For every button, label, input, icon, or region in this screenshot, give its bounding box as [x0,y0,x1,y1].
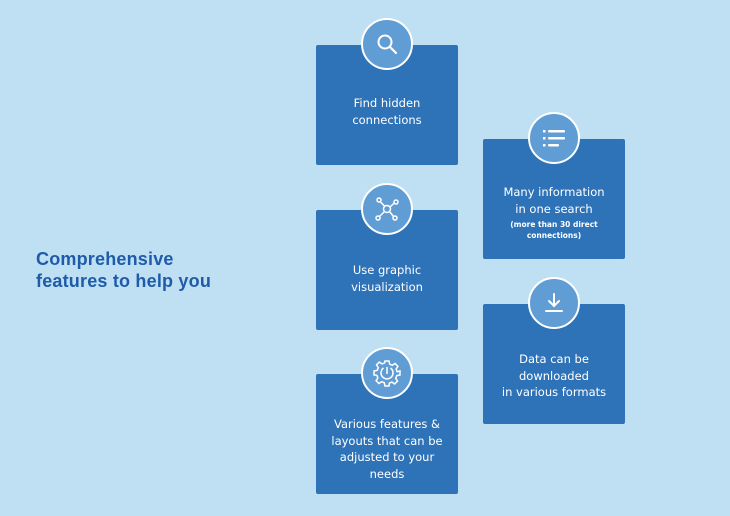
card-text: layouts that can be [331,433,443,448]
card-text: adjusted to your [339,450,435,464]
download-icon [528,277,580,329]
card-text: connections [352,112,422,127]
card-text: Use graphic [352,263,422,277]
card-text: in various formats [501,385,607,399]
card-text: needs [369,466,405,481]
heading-line: Comprehensive [36,249,174,269]
card-note: connections) [526,231,582,240]
network-icon [361,183,413,235]
card-text: in one search [515,201,593,216]
feature-card-graphic-visualization: Use graphic visualization [316,183,458,330]
card-text: visualization [351,279,423,294]
card-text: Data can be [519,352,589,366]
card-text: Various features & [333,417,441,431]
page-heading: Comprehensive features to help you [36,248,211,292]
card-text: Many information [503,185,605,199]
gear-icon [361,347,413,399]
heading-line: features to help you [36,271,212,291]
feature-card-many-information: Many information in one search (more tha… [483,112,625,259]
card-text: downloaded [519,368,589,383]
feature-card-data-download: Data can be downloaded in various format… [483,277,625,424]
search-icon [361,18,413,70]
list-icon [528,112,580,164]
card-note: (more than 30 direct [510,220,598,229]
feature-card-find-connections: Find hidden connections [316,18,458,165]
card-text: Find hidden [353,96,421,110]
feature-card-various-features: Various features & layouts that can be a… [316,347,458,494]
